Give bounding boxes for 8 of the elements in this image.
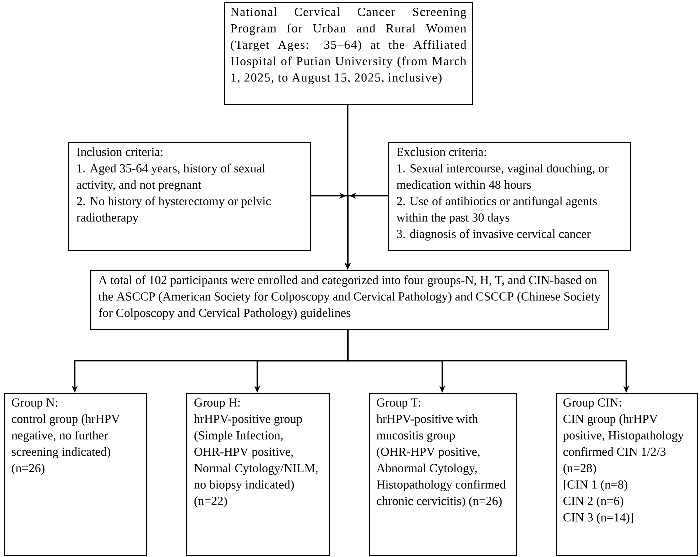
process-box: Group T: hrHPV-positive with mucositis group (OHR-HPV positive, Abnormal Cytology, Histopathology confirmed chronic cervicitis) (n=26) <box>369 393 518 556</box>
process-box: Exclusion criteria: 1. Sexual intercourse, vaginal douching, or medication within 48 hours 2. Use of antibiotics or antifungal agents within the past 30 days 3. diagnosis of invasive cervical cancer <box>388 142 632 252</box>
process-box: Inclusion criteria: 1. Aged 35-64 years, history of sexual activity, and not pregnant 2. No history of hysterectomy or pelvic radiotherapy <box>68 142 312 252</box>
process-box: Group H: hrHPV-positive group (Simple Infection, OHR-HPV positive, Normal Cytology/NILM, no biopsy indicated) (n=22) <box>186 393 330 556</box>
process-box: A total of 102 participants were enrolled and categorized into four groups-N, H, T, and CIN-based on the ASCCP (American Society for Colposcopy and Cervical Pathology) and CSCCP (Chinese Society for Colposcopy and Cervical Pathology) guidelines <box>90 270 610 330</box>
process-box: Group N: control group (hrHPV negative, no further screening indicated) (n=26) <box>4 393 148 556</box>
process-box: National Cervical Cancer Screening Program for Urban and Rural Women (Target Ages: 35–64) at the Affiliated Hospital of Putian University (from March 1, 2025, to August 15, 2025, inclusive) <box>224 2 474 106</box>
process-box: Group CIN: CIN group (hrHPV positive, Histopathology confirmed CIN 1/2/3 (n=28) [CIN 1 (n=8) CIN 2 (n=6) CIN 3 (n=14)] <box>556 393 698 556</box>
